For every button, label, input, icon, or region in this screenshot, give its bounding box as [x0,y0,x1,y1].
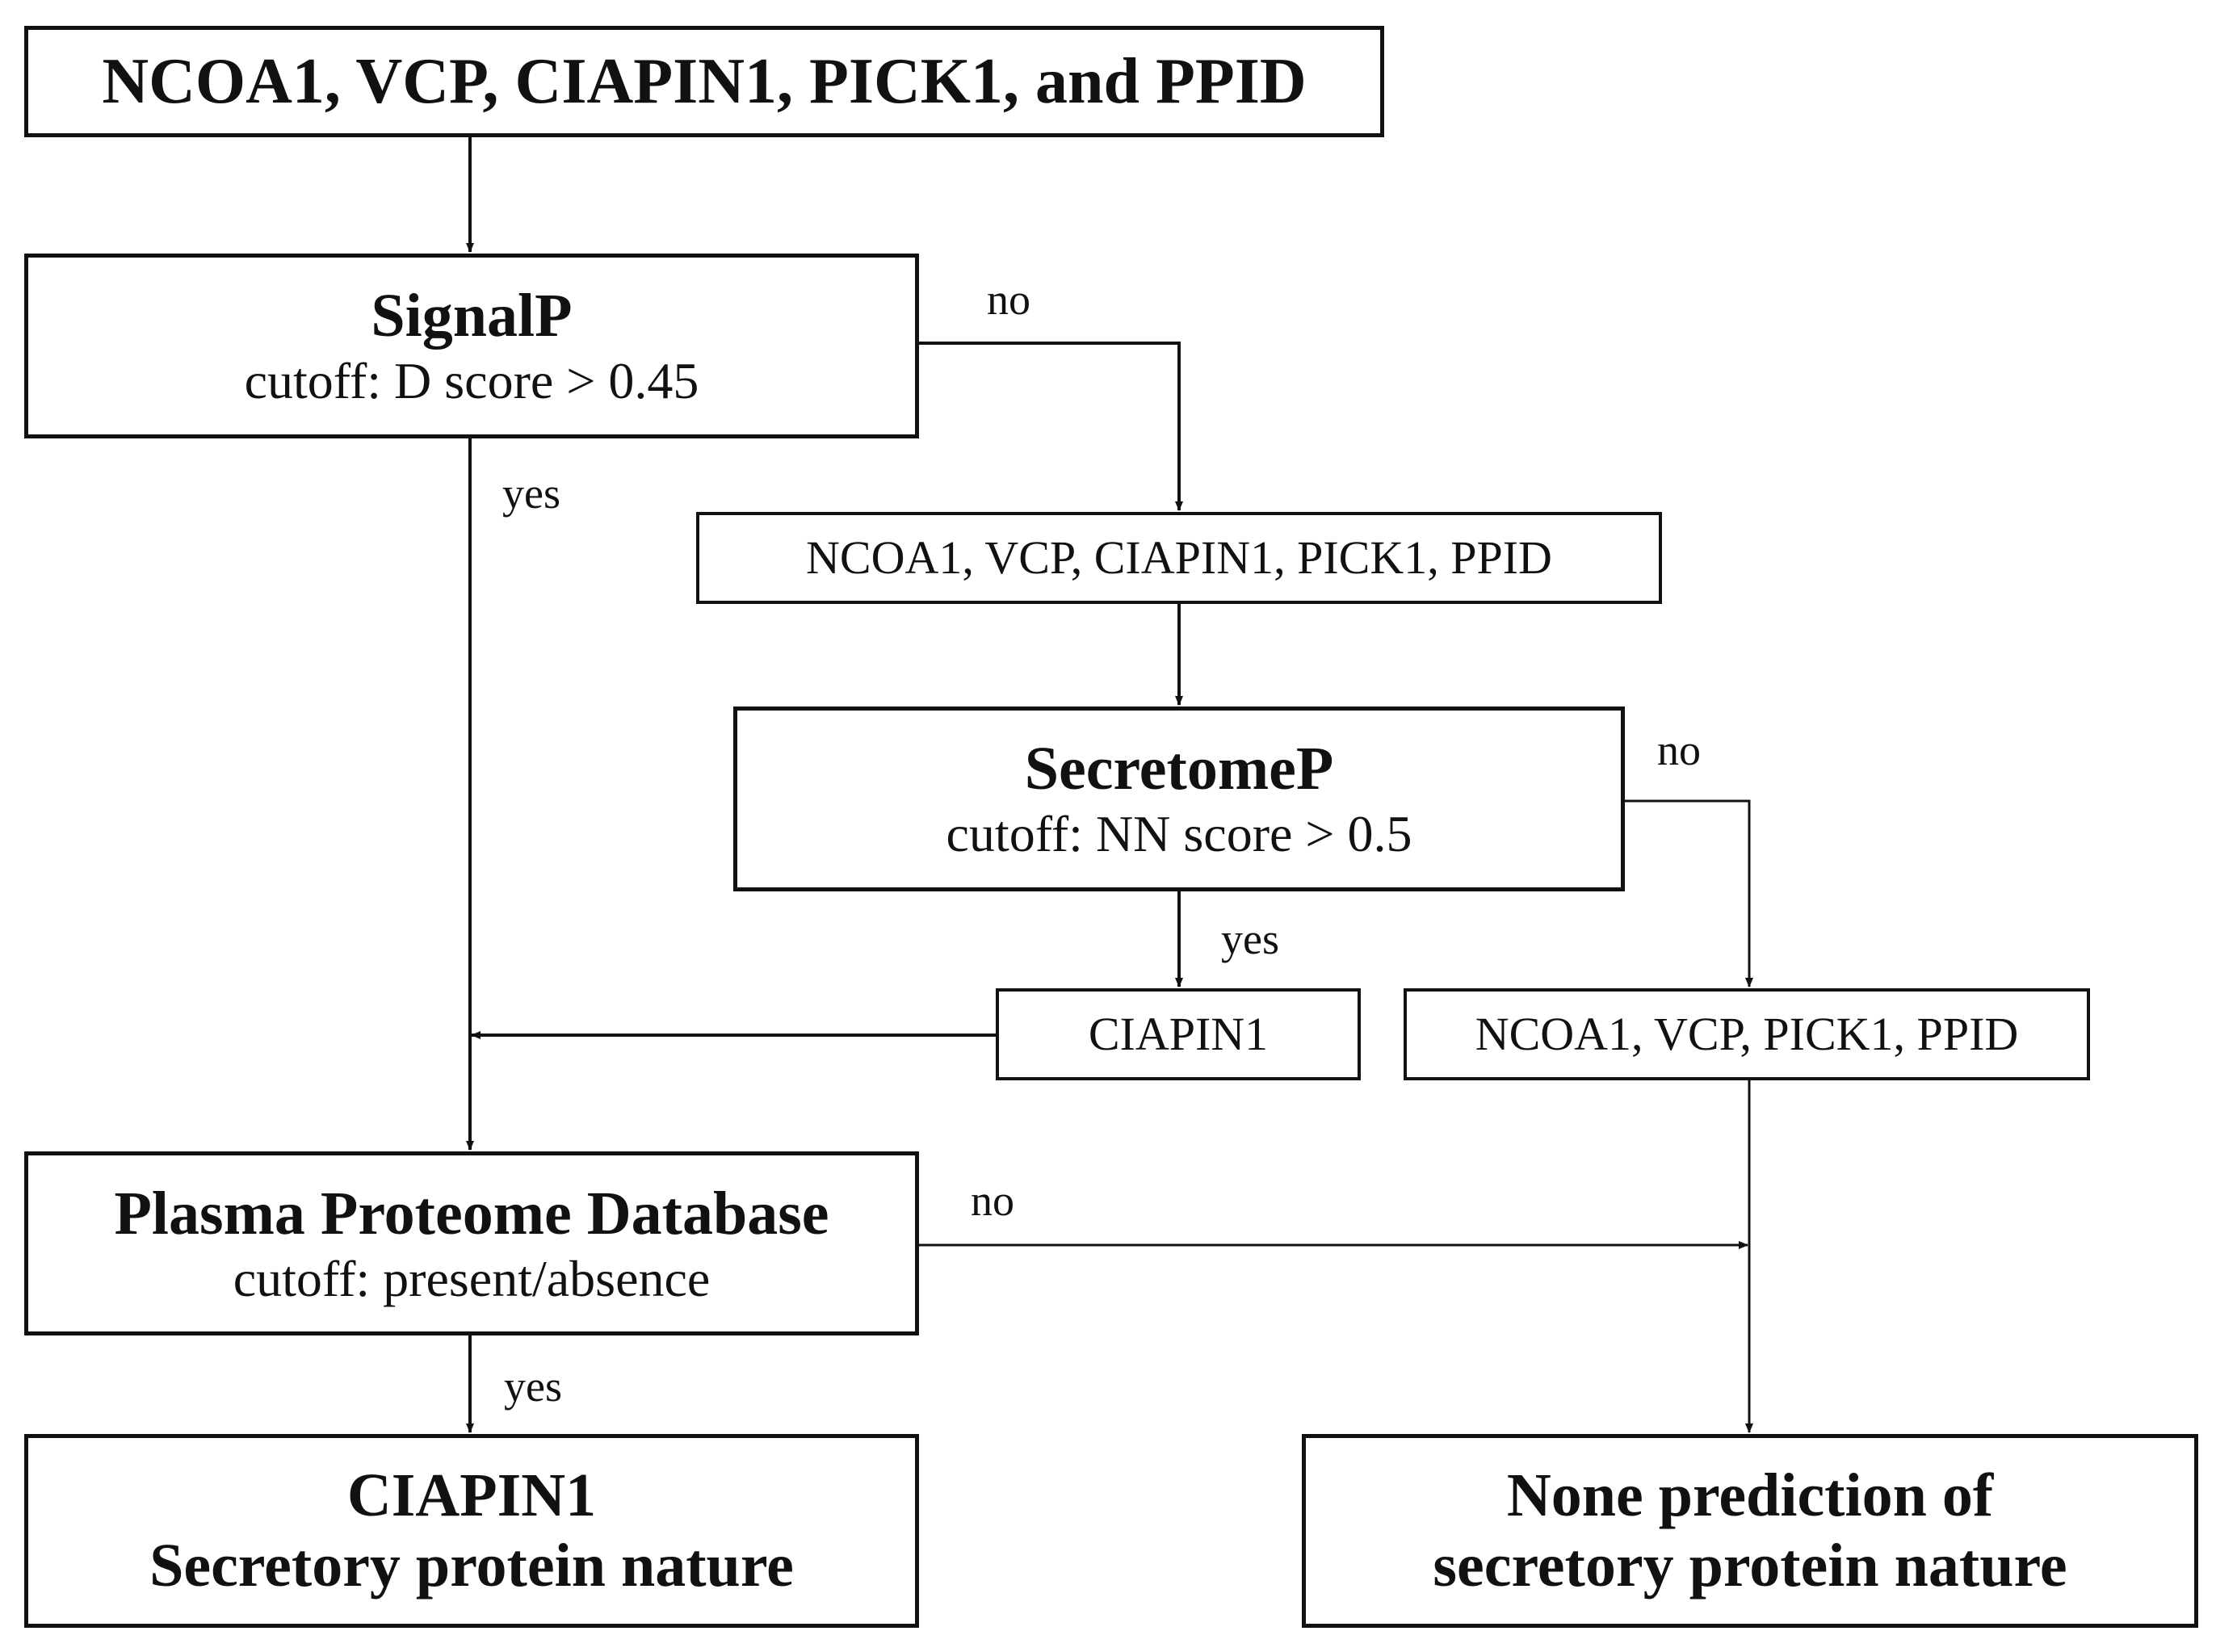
signalp-cutoff: cutoff: D score > 0.45 [244,352,699,410]
signalp-title: SignalP [371,282,573,350]
start-node: NCOA1, VCP, CIAPIN1, PICK1, and PPID [24,26,1384,137]
plasma-db-cutoff: cutoff: present/absence [233,1249,711,1307]
plasma-db-node: Plasma Proteome Database cutoff: present… [24,1151,919,1335]
arrow-secretomep-no [1625,799,1753,987]
secretomep-yes-label: yes [1221,915,1279,963]
plasma-yes-label: yes [504,1362,562,1411]
secretomep-title: SecretomeP [1024,735,1334,803]
arrow-signalp-no [919,342,1183,511]
final-positive-line2: Secretory protein nature [149,1532,794,1600]
secretomep-cutoff: cutoff: NN score > 0.5 [946,805,1412,863]
final-positive-line1: CIAPIN1 [346,1461,597,1529]
secretomep-yes-text: CIAPIN1 [1088,1007,1269,1060]
signalp-no-list-text: NCOA1, VCP, CIAPIN1, PICK1, PPID [806,530,1552,584]
plasma-db-title: Plasma Proteome Database [114,1179,829,1247]
signalp-no-list-node: NCOA1, VCP, CIAPIN1, PICK1, PPID [696,512,1662,604]
final-negative-node: None prediction of secretory protein nat… [1302,1434,2198,1628]
start-node-title: NCOA1, VCP, CIAPIN1, PICK1, and PPID [102,46,1307,117]
signalp-node: SignalP cutoff: D score > 0.45 [24,254,919,438]
final-positive-node: CIAPIN1 Secretory protein nature [24,1434,919,1628]
plasma-no-label: no [971,1176,1014,1225]
secretomep-node: SecretomeP cutoff: NN score > 0.5 [733,707,1625,891]
signalp-yes-label: yes [502,469,560,518]
final-negative-line2: secretory protein nature [1433,1532,2067,1600]
final-negative-line1: None prediction of [1506,1461,1994,1529]
signalp-no-label: no [987,275,1030,324]
secretomep-no-text: NCOA1, VCP, PICK1, PPID [1475,1007,2019,1060]
secretomep-yes-node: CIAPIN1 [996,988,1361,1080]
secretomep-no-label: no [1657,726,1701,774]
secretomep-no-node: NCOA1, VCP, PICK1, PPID [1404,988,2090,1080]
